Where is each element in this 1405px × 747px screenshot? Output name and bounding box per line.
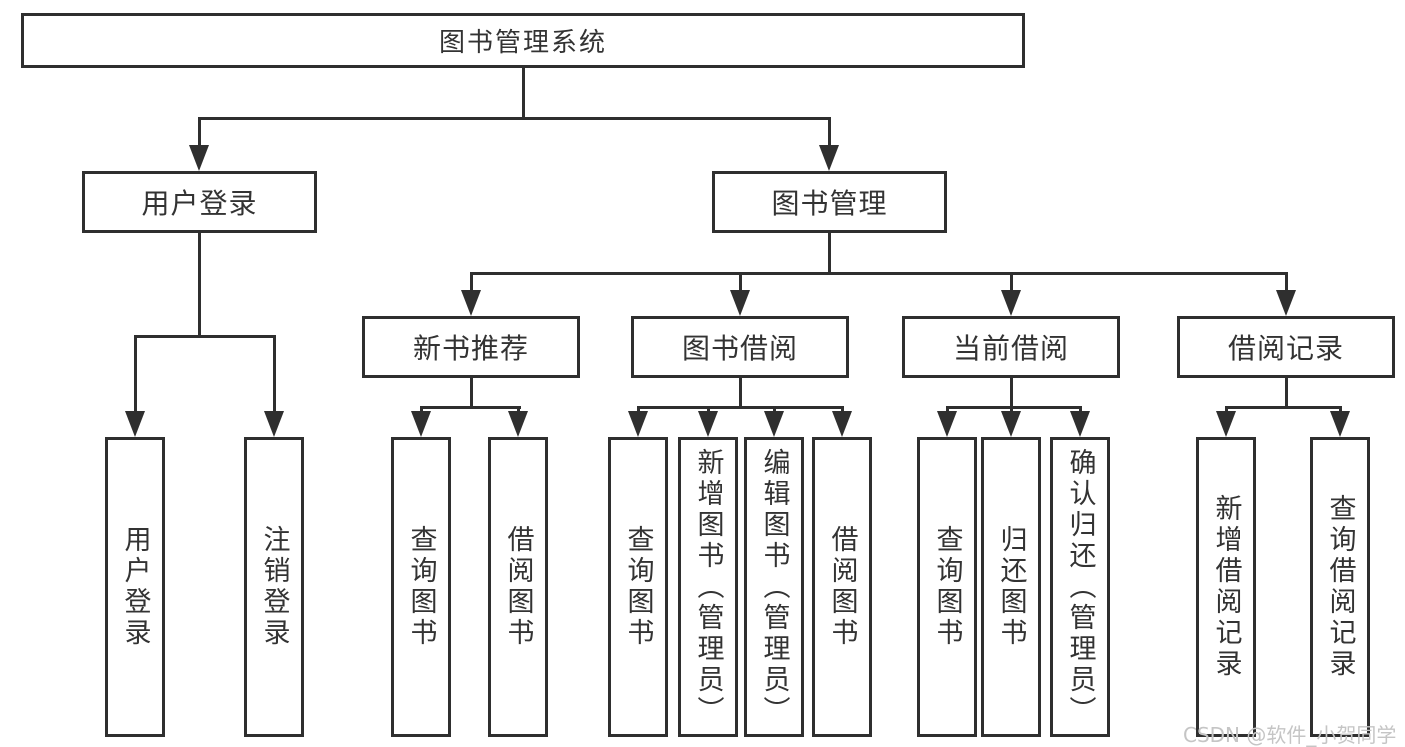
connector-line — [636, 406, 844, 409]
connector-line — [827, 117, 831, 149]
leaf-query-borrow-record: 查询借阅记录 — [1310, 437, 1370, 737]
connector-arrow — [189, 145, 209, 171]
connector-line — [197, 117, 831, 120]
connector-line — [419, 406, 521, 409]
connector-arrow — [411, 411, 431, 437]
connector-line — [1284, 378, 1288, 409]
connector-line — [469, 272, 473, 294]
connector-arrow — [698, 411, 718, 437]
connector-line — [133, 335, 276, 338]
leaf-edit-book-admin: 编辑图书（管理员） — [744, 437, 804, 737]
connector-arrow — [1330, 411, 1350, 437]
connector-arrow — [628, 411, 648, 437]
connector-line — [521, 68, 525, 120]
connector-arrow — [730, 290, 750, 316]
leaf-query-books-current: 查询图书 — [917, 437, 977, 737]
connector-arrow — [937, 411, 957, 437]
node-book-management: 图书管理 — [712, 171, 947, 233]
leaf-add-book-admin: 新增图书（管理员） — [678, 437, 738, 737]
connector-line — [945, 406, 1082, 409]
connector-line — [1009, 378, 1013, 409]
connector-line — [469, 272, 1288, 275]
connector-arrow — [819, 145, 839, 171]
connector-line — [197, 233, 201, 338]
connector-arrow — [264, 411, 284, 437]
connector-arrow — [125, 411, 145, 437]
connector-line — [827, 233, 831, 275]
leaf-return-book: 归还图书 — [981, 437, 1041, 737]
connector-line — [133, 335, 137, 415]
node-borrowing-records: 借阅记录 — [1177, 316, 1395, 378]
connector-arrow — [1001, 411, 1021, 437]
leaf-add-borrow-record: 新增借阅记录 — [1196, 437, 1256, 737]
connector-line — [738, 378, 742, 409]
connector-arrow — [1070, 411, 1090, 437]
leaf-borrow-books: 借阅图书 — [812, 437, 872, 737]
connector-arrow — [461, 290, 481, 316]
connector-line — [272, 335, 276, 415]
connector-line — [738, 272, 742, 294]
leaf-query-books-recommend: 查询图书 — [391, 437, 451, 737]
connector-arrow — [508, 411, 528, 437]
leaf-user-login: 用户登录 — [105, 437, 165, 737]
connector-line — [1009, 272, 1013, 294]
connector-line — [197, 117, 201, 149]
connector-arrow — [832, 411, 852, 437]
node-root: 图书管理系统 — [21, 13, 1025, 68]
connector-arrow — [1216, 411, 1236, 437]
leaf-borrow-books-recommend: 借阅图书 — [488, 437, 548, 737]
leaf-confirm-return-admin: 确认归还（管理员） — [1050, 437, 1110, 737]
node-current-borrowing: 当前借阅 — [902, 316, 1120, 378]
connector-arrow — [764, 411, 784, 437]
csdn-watermark: CSDN @软件_小贺同学 — [1183, 723, 1397, 747]
leaf-logout: 注销登录 — [244, 437, 304, 737]
connector-arrow — [1001, 290, 1021, 316]
connector-line — [1224, 406, 1342, 409]
connector-line — [469, 378, 473, 409]
leaf-query-books-borrowing: 查询图书 — [608, 437, 668, 737]
node-book-borrowing: 图书借阅 — [631, 316, 849, 378]
node-user-login: 用户登录 — [82, 171, 317, 233]
node-new-book-recommendation: 新书推荐 — [362, 316, 580, 378]
connector-arrow — [1276, 290, 1296, 316]
connector-line — [1284, 272, 1288, 294]
